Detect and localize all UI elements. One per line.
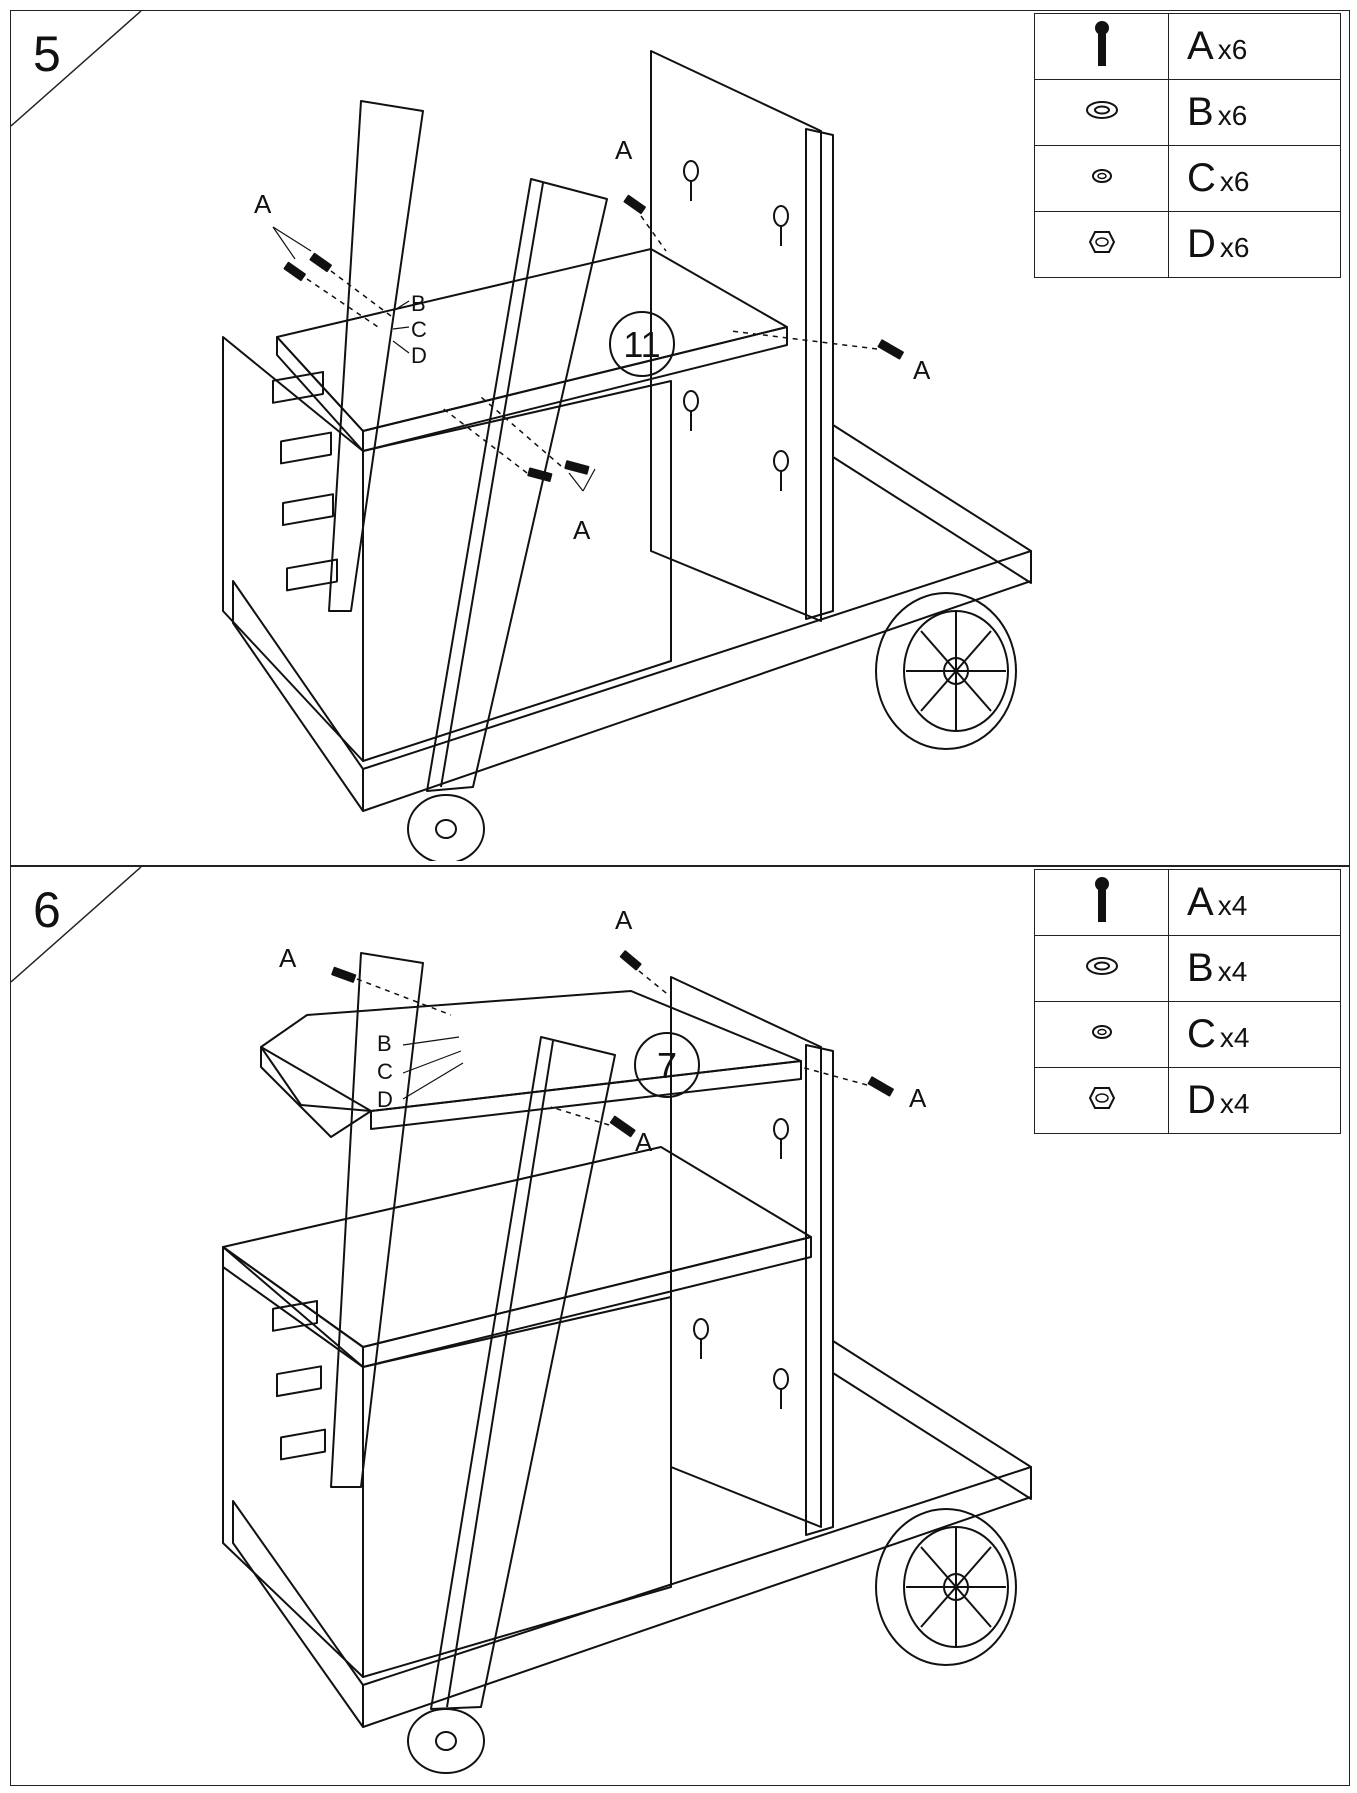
part-letter: C [1187,1012,1216,1056]
part-number-circle [634,1032,700,1098]
base-tray [232,550,1032,812]
part-qty: x6 [1217,100,1248,131]
rear-tray [832,1340,1032,1500]
rear-tray [832,424,1032,584]
caster-wheel [407,794,485,861]
part-qty: x4 [1219,1022,1250,1053]
middle-shelf [276,248,788,432]
drawer-cabinet-side [222,1246,364,1678]
part-letter: D [1187,222,1216,266]
part-qty: x6 [1217,34,1248,65]
part-qty: x4 [1217,890,1248,921]
screw-icons [283,194,904,482]
callout-a: A [254,189,272,219]
part-letter: D [1187,1078,1216,1122]
part-qty: x4 [1219,1088,1250,1119]
back-upright-post [805,128,834,620]
screw-icon [1034,869,1169,936]
part-number-circle [609,311,675,377]
flat-washer-icon [1034,79,1169,146]
callout-a: A [573,515,591,545]
part-letter: B [1187,946,1214,990]
part-number-label: 7 [657,1045,677,1086]
drawer-cabinet-front [362,1296,672,1678]
guide-lines [306,215,878,474]
callout-d: D [377,1087,393,1112]
caster-wheel [407,1708,485,1774]
callout-c: C [377,1059,393,1084]
guide-lines [356,970,868,1126]
drawer-cabinet-front [362,380,672,762]
part-letter: C [1187,156,1216,200]
cart-assembly-drawing: A A A A B C D 7 [222,905,1032,1774]
lock-washer-icon [1034,145,1169,212]
keyhole-slots [683,160,789,491]
cart-assembly-drawing: A A A A B C D 11 [222,50,1032,861]
step-number: 5 [33,26,61,82]
part-number-label: 11 [623,324,660,365]
callout-c: C [411,317,427,342]
back-upright-panel [650,50,822,622]
large-wheel [875,1508,1017,1666]
part-letter: B [1187,90,1214,134]
hex-nut-icon [1034,1067,1169,1134]
screw-icon [1034,13,1169,80]
callout-b: B [411,291,426,316]
callout-a: A [909,1083,927,1113]
callout-a: A [913,355,931,385]
base-tray [232,1466,1032,1728]
cabinet-top [222,1146,812,1348]
callout-d: D [411,343,427,368]
step-corner-diagonal [11,11,142,127]
leader-lines [402,1036,464,1100]
part-letter: A [1187,24,1214,68]
lock-washer-icon [1034,1001,1169,1068]
front-support-bar [430,1036,616,1710]
part-qty: x6 [1219,166,1250,197]
drawer-handles [272,370,338,592]
callout-a: A [635,1127,653,1157]
callout-a: A [279,943,297,973]
step-corner-diagonal [11,867,142,983]
hex-nut-icon [1034,211,1169,278]
part-letter: A [1187,880,1214,924]
callout-a: A [615,135,633,165]
leader-lines [272,226,596,492]
front-support-bar [426,178,608,792]
rear-support-bar [330,952,424,1488]
flat-washer-icon [1034,935,1169,1002]
callout-a: A [615,905,633,935]
callout-b: B [377,1031,392,1056]
rear-support-bar [328,100,424,612]
screw-icons [331,950,894,1138]
keyhole-slots [693,1118,789,1409]
part-qty: x6 [1219,232,1250,263]
step-number: 6 [33,882,61,938]
part-qty: x4 [1217,956,1248,987]
back-upright-post [805,1044,834,1536]
large-wheel [875,592,1017,750]
drawer-handles [272,1300,326,1461]
